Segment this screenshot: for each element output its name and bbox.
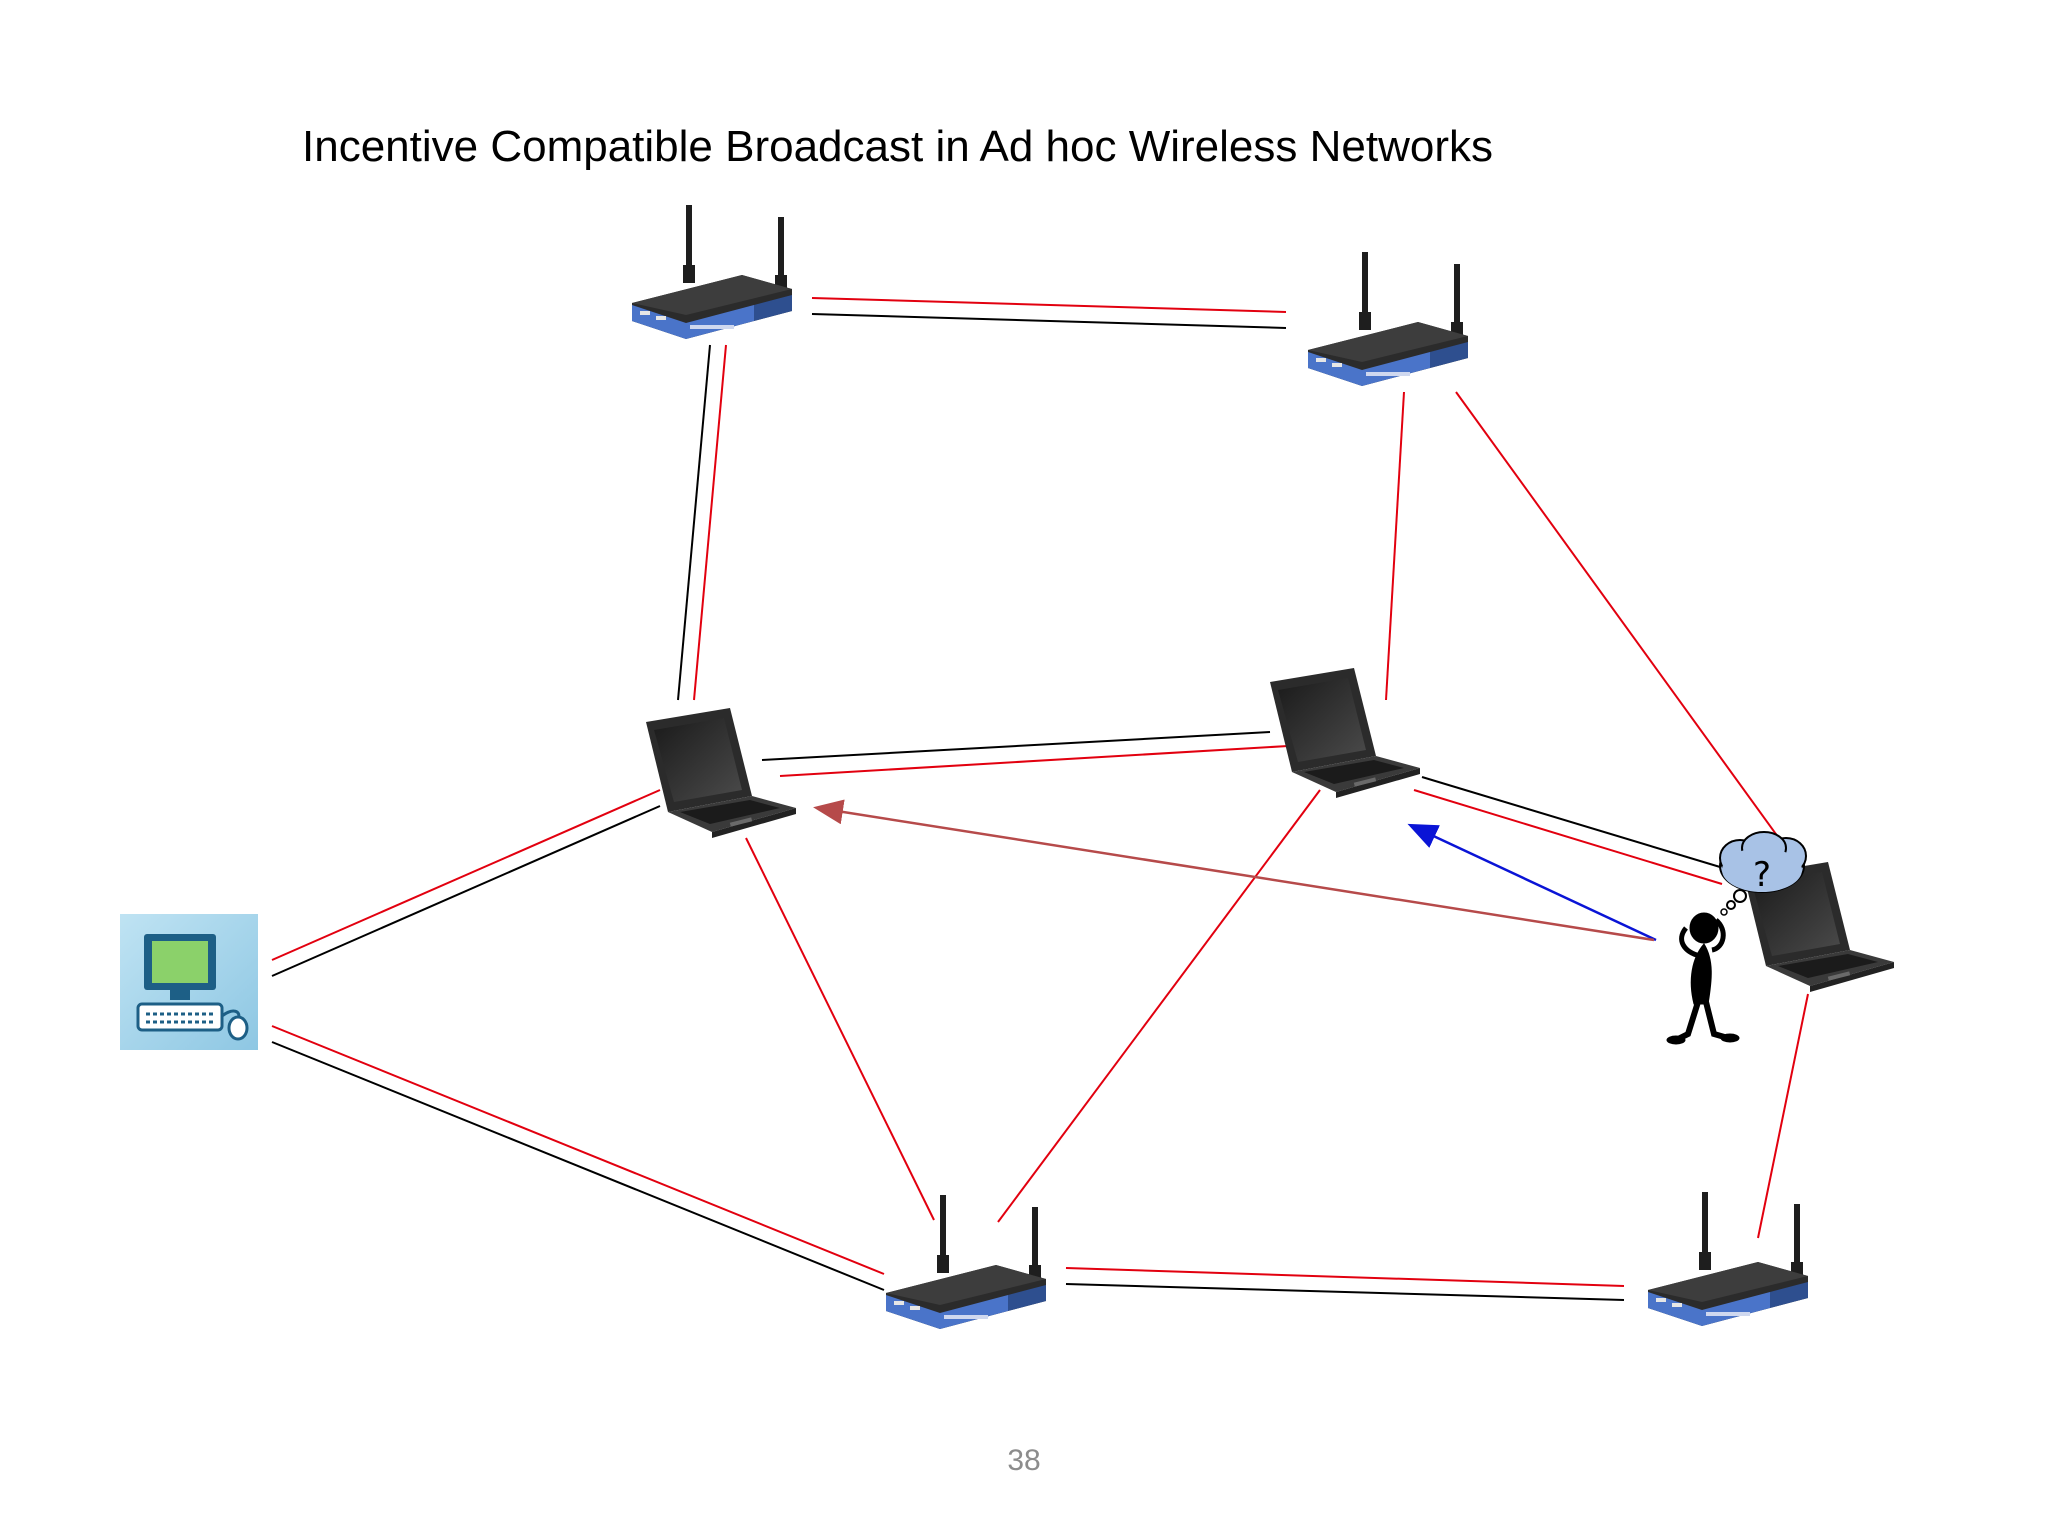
- link-rtl-laptopleft-red: [693, 344, 727, 701]
- link-src-rbl-red: [271, 1025, 885, 1275]
- router-icon: [1648, 1192, 1808, 1326]
- laptop-icon: [1270, 668, 1420, 798]
- network-links: [271, 297, 1809, 1301]
- link-laptops-black: [761, 731, 1271, 761]
- desktop-computer-icon: [120, 914, 258, 1050]
- link-mid-right-red: [1413, 789, 1723, 885]
- link-src-laptopleft-black: [271, 805, 661, 977]
- laptop-icon: [646, 708, 796, 838]
- router-icon: [886, 1195, 1046, 1329]
- page-number: 38: [1007, 1444, 1041, 1477]
- router-icon: [632, 205, 792, 339]
- link-laptopleft-rbl-red: [745, 837, 935, 1221]
- link-bottom-black: [1065, 1283, 1625, 1301]
- link-laptopright-rbr-red: [1757, 993, 1809, 1239]
- question-mark: ?: [1753, 855, 1771, 895]
- confused-person-icon: [1666, 912, 1740, 1045]
- router-icon: [1308, 252, 1468, 386]
- link-rtr-laptopright-red: [1455, 391, 1787, 849]
- thought-bubble: ?: [1719, 831, 1807, 916]
- link-mid-right-black: [1421, 776, 1731, 871]
- link-rtr-laptopmid-red: [1385, 391, 1405, 701]
- arrow-to-laptop-middle: [1407, 823, 1657, 942]
- slide-title: Incentive Compatible Broadcast in Ad hoc…: [302, 122, 1493, 171]
- link-top-red: [811, 297, 1287, 313]
- link-top-black: [811, 313, 1287, 329]
- link-laptopmid-rbl-red: [997, 789, 1321, 1223]
- link-laptops-red: [779, 745, 1289, 777]
- link-bottom-red: [1065, 1267, 1625, 1287]
- arrow-to-laptop-left: [813, 799, 1655, 942]
- link-src-laptopleft-red: [271, 789, 661, 961]
- link-src-rbl-black: [271, 1041, 885, 1291]
- link-rtl-laptopleft-black: [677, 344, 711, 701]
